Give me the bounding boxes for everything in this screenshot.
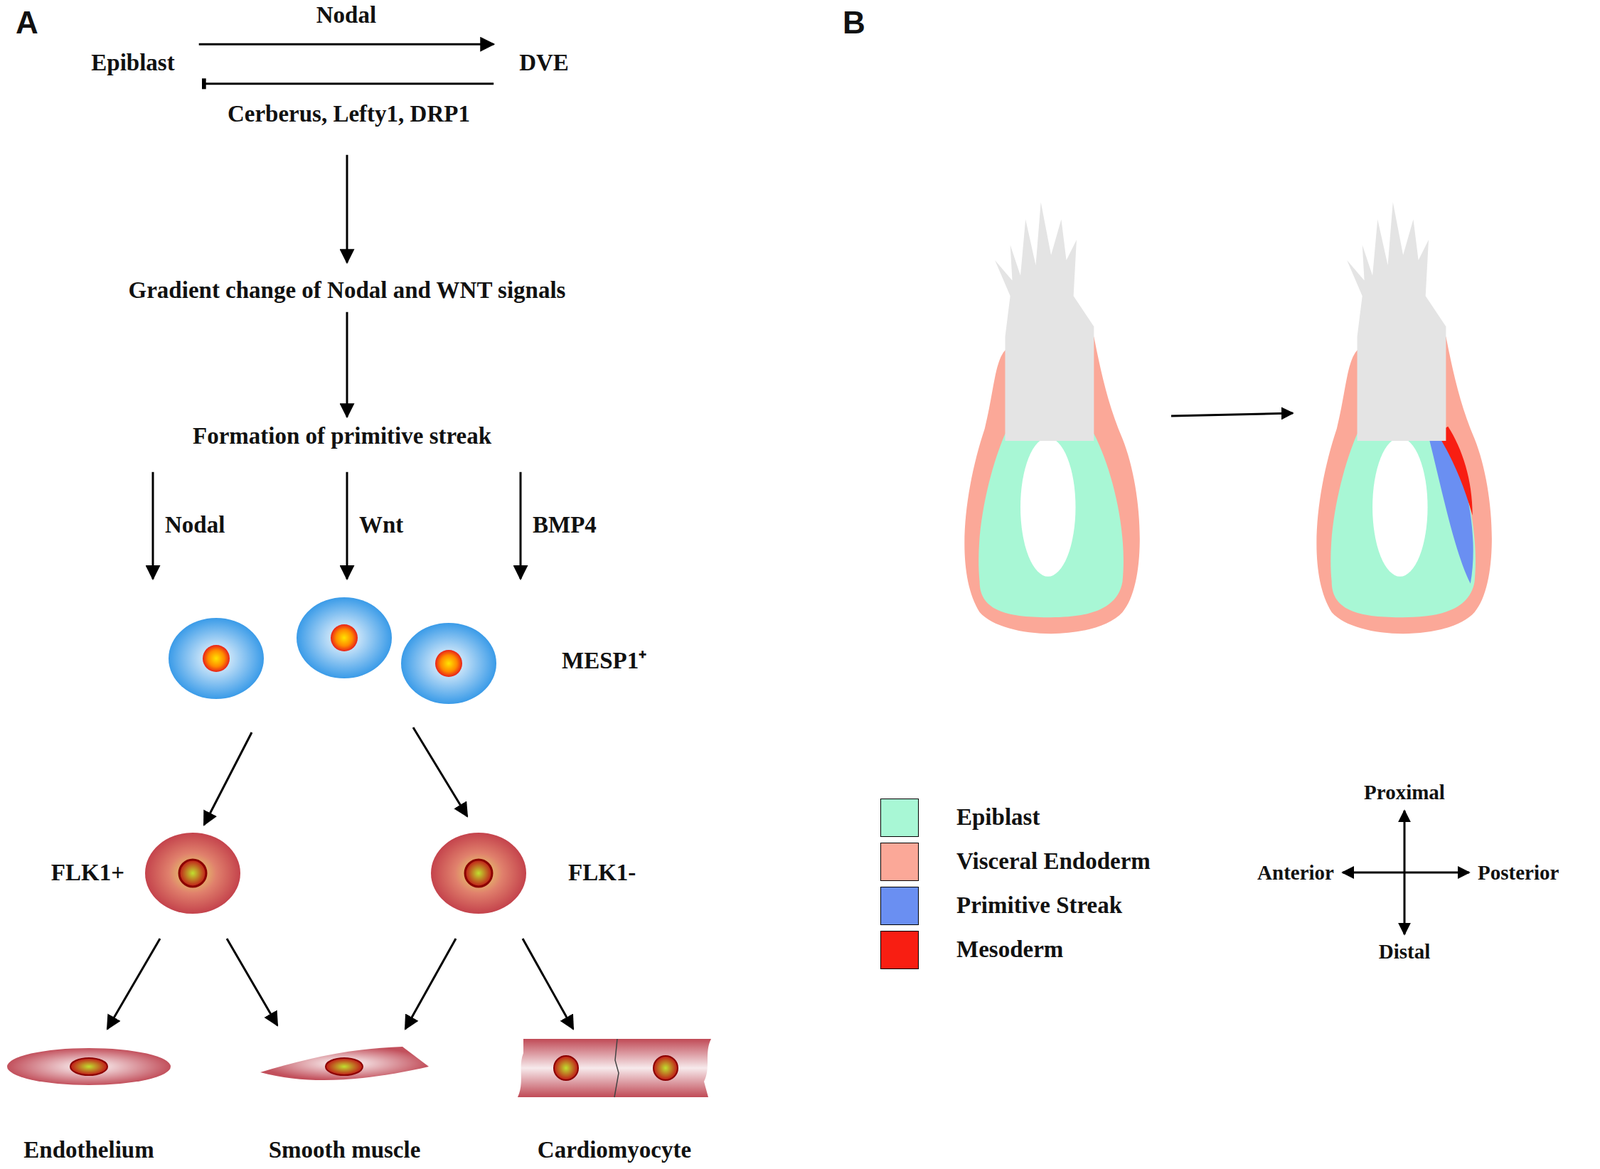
edge-label: Nodal	[164, 511, 225, 540]
cell-shape	[517, 1038, 712, 1098]
axis-proximal	[1403, 810, 1406, 873]
cell-label: FLK1-	[568, 859, 636, 888]
embryo-right	[1316, 201, 1492, 634]
process-label: Formation of primitive streak	[189, 422, 495, 451]
flow-arrow	[405, 938, 456, 1029]
flow-arrow	[107, 938, 160, 1029]
flow-arrow	[522, 938, 574, 1029]
flow-arrow	[346, 472, 349, 579]
panel-letter: A	[15, 4, 39, 42]
cell-shape	[430, 832, 527, 914]
smooth-muscle-cell: Smooth muscle	[260, 1045, 429, 1088]
axis-label: Posterior	[1477, 860, 1559, 886]
cell-group: MESP1⁺	[142, 597, 497, 704]
legend-text: Mesoderm	[956, 935, 1064, 965]
process-label: Gradient change of Nodal and WNT signals	[125, 276, 569, 306]
legend-swatch	[880, 798, 919, 837]
axis-label: Distal	[1378, 939, 1431, 965]
cell-label: Cardiomyocyte	[537, 1136, 692, 1165]
axis-distal	[1403, 872, 1406, 935]
edge-label: Cerberus, Lefty1, DRP1	[227, 100, 471, 129]
cell-shape	[145, 832, 241, 914]
embryo-left	[964, 201, 1140, 634]
legend-swatch	[880, 886, 919, 926]
axis-anterior	[1342, 871, 1405, 874]
progenitor-cell: FLK1+	[145, 832, 241, 914]
node-text: Formation of primitive streak	[192, 422, 492, 451]
flow-arrow	[204, 82, 494, 85]
legend-swatch	[880, 842, 919, 882]
flow-arrow	[204, 732, 252, 825]
cell-shape	[260, 1045, 429, 1088]
flow-arrow	[346, 155, 349, 263]
stage-label: DVE	[516, 49, 572, 78]
panel-letter: B	[842, 4, 866, 42]
cell-label: Endothelium	[23, 1136, 154, 1165]
flow-arrow	[413, 727, 468, 817]
cell-shape	[7, 1048, 171, 1086]
flow-arrow	[519, 472, 522, 579]
progenitor-cell: FLK1-	[430, 832, 527, 914]
legend-swatch	[880, 930, 919, 970]
flow-arrow	[152, 472, 155, 579]
flow-arrow	[346, 312, 349, 417]
node-text: Gradient change of Nodal and WNT signals	[128, 276, 567, 306]
cell-label: MESP1⁺	[561, 647, 647, 676]
node-text: DVE	[519, 49, 569, 78]
axis-label: Proximal	[1363, 780, 1445, 805]
cell-shape	[142, 597, 497, 704]
edge-label: BMP4	[532, 511, 597, 540]
endothelial-cell: Endothelium	[7, 1048, 171, 1086]
node-text: Epiblast	[91, 49, 175, 78]
cardiomyocyte-cell: Cardiomyocyte	[517, 1038, 712, 1098]
cell-label: Smooth muscle	[268, 1136, 421, 1165]
edge-label: Wnt	[359, 511, 404, 540]
flow-arrow	[199, 43, 494, 46]
legend-text: Visceral Endoderm	[956, 847, 1151, 877]
axis-label: Anterior	[1257, 860, 1335, 886]
flow-arrow	[226, 938, 278, 1026]
cell-label: FLK1+	[51, 859, 125, 888]
legend-text: Primitive Streak	[956, 891, 1123, 921]
legend-text: Epiblast	[956, 803, 1040, 832]
edge-label: Nodal	[316, 1, 377, 30]
stage-arrow	[1171, 413, 1293, 416]
stage-label: Epiblast	[88, 49, 178, 78]
axis-posterior	[1404, 871, 1470, 874]
